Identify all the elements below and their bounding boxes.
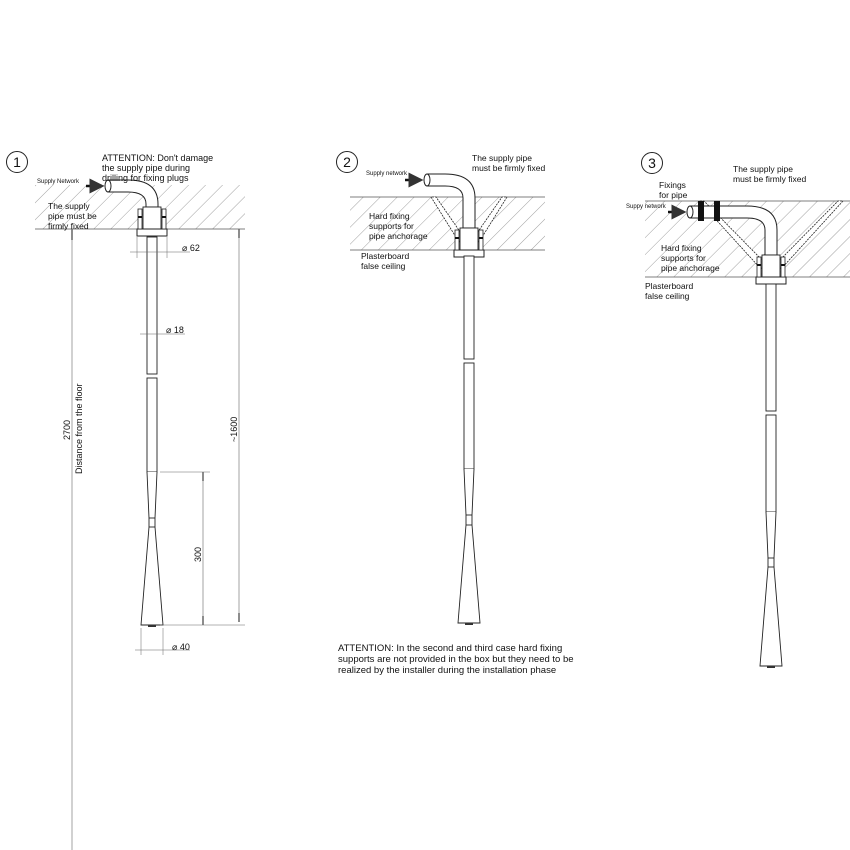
- figure-3-pipe-fixing-clamp: [714, 201, 720, 221]
- figure-1-fixing-plug: [161, 208, 167, 230]
- figure-2-number: 2: [336, 151, 358, 173]
- figure-2-supply-label: Supply network: [366, 171, 408, 177]
- figure-2-supports: Hard fixing supports for pipe anchorage: [369, 211, 428, 241]
- dim-foot-diameter: ⌀ 40: [172, 642, 190, 652]
- figure-1-pole-taper: [140, 471, 164, 626]
- figure-3-mount-box: [761, 254, 781, 278]
- dim-total-length: ~1600: [229, 416, 239, 442]
- figure-2-mount-box: [459, 227, 479, 251]
- figure-2-pole-lower: [463, 362, 475, 470]
- figure-3-pole-upper: [765, 283, 777, 412]
- figure-1-number: 1: [6, 151, 28, 173]
- figure-1-fixing-plug: [137, 208, 143, 230]
- dim-floor-label: Distance from the floor: [74, 383, 84, 474]
- figure-2-pole-upper: [463, 255, 475, 360]
- figure-3-pipe-opening: [686, 205, 694, 219]
- figure-1-pipe-opening: [104, 179, 112, 193]
- figure-3-fixing-plug: [780, 256, 786, 278]
- figure-3-pole-lower: [765, 414, 777, 513]
- figure-2-ceiling: Plasterboard false ceiling: [361, 251, 410, 271]
- figure-3-foot-cap: [767, 666, 775, 668]
- figure-2-fixing-plug: [454, 229, 460, 251]
- dim-base-diameter: ⌀ 62: [182, 243, 200, 253]
- figure-3-supply-label: Suppy network: [626, 204, 666, 210]
- figure-2-pipe-opening: [423, 173, 431, 187]
- figure-2-foot-cap: [465, 623, 473, 625]
- figure-3-pipe-fixing-clamp: [698, 201, 704, 221]
- attention-note: ATTENTION: In the second and third case …: [338, 643, 574, 676]
- figure-3-fixings: Fixings for pipe: [659, 180, 688, 200]
- figure-1-attention: ATTENTION: Don't damage the supply pipe …: [102, 153, 214, 183]
- figure-1-mount-box: [142, 206, 162, 230]
- figure-1-pipe-fixed: The supply pipe must be firmly fixed: [48, 201, 97, 231]
- figure-1-foot-cap: [148, 625, 156, 627]
- figure-1-supply-label: Supply Network: [37, 179, 80, 185]
- dim-taper-length: 300: [193, 546, 203, 562]
- figure-3-pipe-fixed: The supply pipe must be firmly fixed: [733, 164, 807, 184]
- figure-3-ceiling: Plasterboard false ceiling: [645, 281, 694, 301]
- figure-3-base-plate: [755, 276, 787, 285]
- figure-3-number: 3: [641, 152, 663, 174]
- figure-1-pole-upper: [146, 236, 158, 375]
- figure-1-pole-lower: [146, 377, 158, 473]
- figure-2-pole-taper: [457, 468, 481, 624]
- figure-3-fixing-plug: [756, 256, 762, 278]
- figure-2-pipe-fixed: The supply pipe must be firmly fixed: [472, 153, 546, 173]
- dim-floor-distance: 2700: [62, 419, 72, 440]
- figure-3-supports: Hard fixing supports for pipe anchorage: [661, 243, 720, 273]
- figure-3-pole-taper: [759, 511, 783, 667]
- dim-pole-diameter: ⌀ 18: [166, 325, 184, 335]
- figure-2-fixing-plug: [478, 229, 484, 251]
- figure-1-base-plate: [136, 228, 168, 237]
